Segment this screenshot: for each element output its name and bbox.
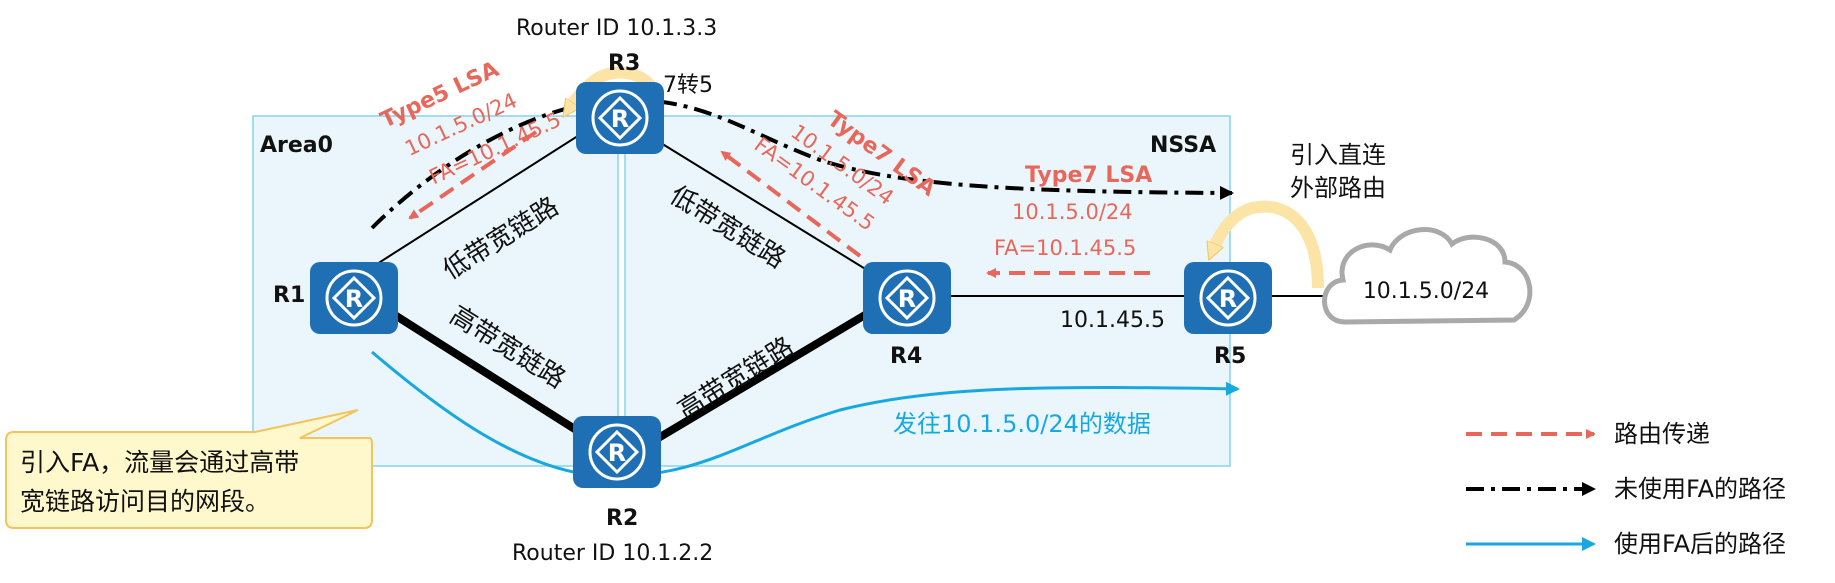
router-r4-label: R4 [890,344,922,369]
link-r1-r3 [354,117,607,279]
callout-text-line2: 宽链路访问目的网段。 [20,487,270,516]
path-without-fa [370,97,1234,230]
import-curve-arrow [1212,200,1324,289]
svg-text:10.1.5.0/24: 10.1.5.0/24 [1012,200,1133,224]
legend-with-fa-label: 使用FA后的路径 [1614,530,1786,558]
import-note-line2: 外部路由 [1290,174,1386,202]
router-r3-icon[interactable] [574,80,666,156]
translate-curve-arrow [568,66,661,110]
router-r5-icon[interactable] [1182,260,1274,336]
svg-text:Type7 LSA: Type7 LSA [1025,163,1152,188]
link-address-r4-r5: 10.1.45.5 [1060,308,1165,333]
legend-without-fa-label: 未使用FA的路径 [1614,475,1786,503]
router-r2-id: Router ID 10.1.2.2 [512,541,713,566]
link-r1-r2 [387,308,595,444]
router-r2-icon[interactable] [571,414,663,490]
area0-label: Area0 [260,133,333,158]
import-note-line1: 引入直连 [1290,141,1386,169]
callout-text-line1: 引入FA，流量会通过高带 [20,448,299,477]
router-r3-label: R3 [608,51,640,76]
router-r3-id: Router ID 10.1.3.3 [516,16,717,41]
link-r3-r4 [655,139,881,279]
link-r2-r4 [652,308,873,444]
data-flow-label: 发往10.1.5.0/24的数据 [893,410,1151,438]
type7-lsa-label-r5: Type7 LSA 10.1.5.0/24 FA=10.1.45.5 [994,163,1152,260]
callout-box [5,409,373,529]
svg-text:FA=10.1.45.5: FA=10.1.45.5 [994,236,1136,260]
router-r1-label: R1 [273,283,305,308]
router-r5-label: R5 [1214,344,1246,369]
legend-route-label: 路由传递 [1614,420,1710,448]
path-with-fa [371,350,1240,478]
lsa-arrow-r4-r3 [720,150,862,258]
lsa-arrow-r3-r1 [408,130,538,220]
router-r4-icon[interactable] [861,260,953,336]
cloud-icon [1322,227,1533,325]
cloud-prefix-label: 10.1.5.0/24 [1363,279,1489,304]
translate-7-to-5-label: 7转5 [663,73,713,98]
router-r1-icon[interactable] [308,260,400,336]
router-r2-label: R2 [606,506,638,531]
nssa-label: NSSA [1150,133,1216,158]
